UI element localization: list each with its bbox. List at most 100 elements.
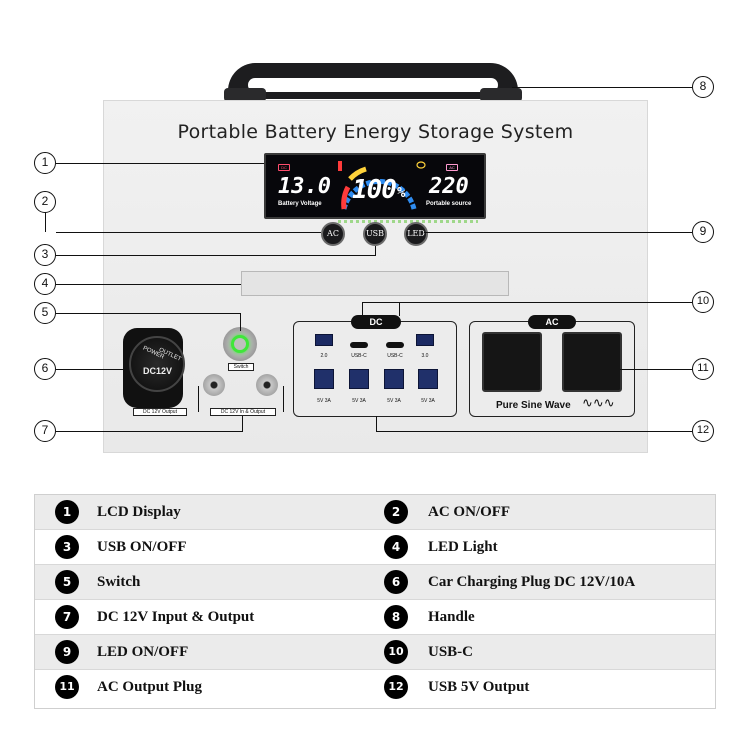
- callout-5: 5: [34, 302, 56, 324]
- usb-5v-port-1[interactable]: [314, 369, 334, 389]
- legend-label-1: LCD Display: [97, 504, 181, 520]
- switch-label: Switch: [228, 363, 254, 371]
- dc-bracket-right: [283, 386, 284, 412]
- callout-line-10: [362, 302, 692, 303]
- callout-line-11: [620, 369, 692, 370]
- usb-5v-port-2[interactable]: [349, 369, 369, 389]
- lcd-battery-percent: 100: [352, 175, 397, 205]
- legend-label-4: LED Light: [428, 539, 498, 555]
- usb-c-port-2[interactable]: [386, 342, 404, 348]
- legend-row-4: 7 DC 12V Input & Output 8 Handle: [35, 600, 715, 635]
- legend-label-8: Handle: [428, 609, 475, 625]
- legend-num-7: 7: [55, 605, 79, 629]
- switch-glow-ring: [231, 335, 249, 353]
- battery-arc-icon: [338, 161, 417, 210]
- port-label-usb2: 2.0: [320, 353, 328, 359]
- callout-line-2: [56, 232, 321, 233]
- dc-port-left[interactable]: [203, 374, 225, 396]
- legend-label-2: AC ON/OFF: [428, 504, 511, 520]
- callout-line-12-riser: [376, 416, 377, 432]
- port-label-5v-1: 5V 3A: [317, 398, 331, 404]
- callout-line-2-stem: [45, 212, 46, 232]
- led-button[interactable]: LED: [404, 222, 428, 246]
- legend-num-9: 9: [55, 640, 79, 664]
- dc-in-out-caption: DC 12V In & Output: [210, 408, 276, 416]
- legend-row-1: 1 LCD Display 2 AC ON/OFF: [35, 495, 715, 530]
- callout-line-8: [512, 87, 692, 88]
- handle-mount-right: [480, 88, 522, 102]
- callout-line-12: [376, 431, 692, 432]
- legend-row-3: 5 Switch 6 Car Charging Plug DC 12V/10A: [35, 565, 715, 600]
- callout-12: 12: [692, 420, 714, 442]
- callout-line-5-riser: [240, 313, 241, 331]
- legend-label-10: USB-C: [428, 644, 474, 660]
- legend-label-11: AC Output Plug: [97, 679, 203, 695]
- legend-num-6: 6: [384, 570, 408, 594]
- usb-5v-port-4[interactable]: [418, 369, 438, 389]
- callout-line-7: [56, 431, 243, 432]
- usb-3-port[interactable]: [416, 334, 434, 346]
- ac-button[interactable]: AC: [321, 222, 345, 246]
- legend-num-10: 10: [384, 640, 408, 664]
- ac-output-panel: Pure Sine Wave ∿∿∿: [469, 321, 635, 417]
- callout-8: 8: [692, 76, 714, 98]
- callout-line-3-riser: [375, 246, 376, 256]
- port-label-usbc-1: USB-C: [351, 353, 367, 359]
- usb-c-port-1[interactable]: [350, 342, 368, 348]
- pure-sine-wave-label: Pure Sine Wave: [496, 400, 571, 411]
- ac-socket-1[interactable]: [482, 332, 542, 392]
- dc-panel-tag: DC: [351, 315, 401, 329]
- callout-line-1: [56, 163, 264, 164]
- port-label-5v-4: 5V 3A: [421, 398, 435, 404]
- device-title: Portable Battery Energy Storage System: [177, 121, 574, 143]
- legend-label-12: USB 5V Output: [428, 679, 530, 695]
- ac-socket-2[interactable]: [562, 332, 622, 392]
- lcd-percent-sign: %: [397, 185, 406, 201]
- dc-usb-panel: 2.0 USB-C USB-C 3.0 5V 3A 5V 3A 5V 3A 5V…: [293, 321, 457, 417]
- legend-label-5: Switch: [97, 574, 141, 590]
- port-label-5v-2: 5V 3A: [352, 398, 366, 404]
- callout-line-6: [56, 369, 129, 370]
- callout-10: 10: [692, 291, 714, 313]
- callout-line-5: [56, 313, 240, 314]
- legend-row-6: 11 AC Output Plug 12 USB 5V Output: [35, 670, 715, 705]
- usb-5v-port-3[interactable]: [384, 369, 404, 389]
- port-label-usbc-2: USB-C: [387, 353, 403, 359]
- legend-table: 1 LCD Display 2 AC ON/OFF 3 USB ON/OFF 4…: [34, 494, 716, 709]
- callout-11: 11: [692, 358, 714, 380]
- legend-num-2: 2: [384, 500, 408, 524]
- legend-num-8: 8: [384, 605, 408, 629]
- ac-panel-tag: AC: [528, 315, 576, 329]
- bulb-icon: [416, 161, 426, 169]
- lcd-portable-source-label: Portable source: [426, 201, 472, 207]
- usb-2-port[interactable]: [315, 334, 333, 346]
- callout-line-9: [424, 232, 692, 233]
- lcd-battery-voltage-label: Battery Voltage: [278, 201, 322, 207]
- dc-port-right[interactable]: [256, 374, 278, 396]
- led-light-panel: [241, 271, 509, 296]
- lcd-ac-tag: AC: [446, 164, 458, 171]
- legend-row-5: 9 LED ON/OFF 10 USB-C: [35, 635, 715, 670]
- callout-line-7-riser: [242, 416, 243, 432]
- callout-line-10-riser-a: [362, 302, 363, 316]
- callout-7: 7: [34, 420, 56, 442]
- callout-4: 4: [34, 273, 56, 295]
- dc-bracket-left: [198, 386, 199, 412]
- lcd-battery-voltage: 13.0: [278, 174, 331, 199]
- lcd-level-strip: [338, 220, 478, 223]
- callout-9: 9: [692, 221, 714, 243]
- lcd-portable-source: 220: [429, 174, 469, 199]
- usb-button[interactable]: USB: [363, 222, 387, 246]
- legend-num-3: 3: [55, 535, 79, 559]
- legend-num-12: 12: [384, 675, 408, 699]
- port-label-usb3: 3.0: [421, 353, 429, 359]
- callout-6: 6: [34, 358, 56, 380]
- legend-num-11: 11: [55, 675, 79, 699]
- lcd-display: DC 13.0 Battery Voltage 100 % AC 220 Por…: [264, 153, 486, 219]
- car-charging-socket[interactable]: POWER OUTLET DC12V: [129, 336, 185, 392]
- handle-mount-left: [224, 88, 266, 102]
- callout-line-10-riser-b: [399, 302, 400, 316]
- legend-label-9: LED ON/OFF: [97, 644, 189, 660]
- legend-label-7: DC 12V Input & Output: [97, 609, 255, 625]
- callout-3: 3: [34, 244, 56, 266]
